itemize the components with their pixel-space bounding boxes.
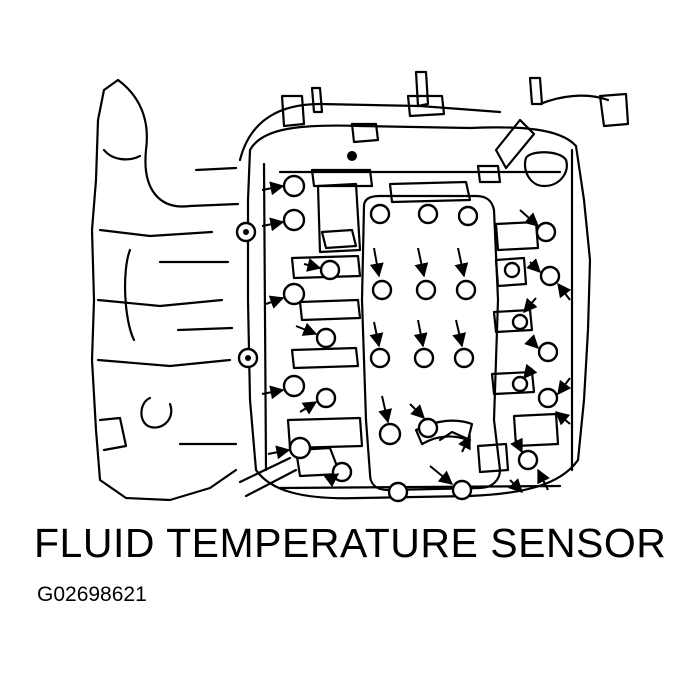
- valve-body-frame: [246, 124, 592, 500]
- pointer-arrow-icon: [265, 295, 285, 309]
- pointer-arrow-icon: [369, 321, 384, 348]
- pointer-arrow-icon: [261, 181, 285, 196]
- bolt-icon: [282, 374, 306, 398]
- bolt-icon: [453, 347, 475, 369]
- bolt-icon: [369, 347, 391, 369]
- bolt-icon: [282, 282, 306, 306]
- pointer-arrow-icon: [261, 385, 285, 400]
- bolt-icon: [511, 313, 529, 331]
- pointer-arrow-icon: [409, 403, 425, 419]
- pointer-arrow-icon: [413, 319, 428, 348]
- bolt-icon: [282, 174, 306, 198]
- pointer-arrow-icon: [267, 445, 291, 460]
- pointer-arrow-icon: [295, 322, 318, 336]
- bolt-icon: [378, 422, 402, 446]
- pointer-arrow-icon: [508, 478, 523, 493]
- pointer-arrow-icon: [303, 258, 322, 272]
- bolt-icon: [387, 481, 409, 503]
- bolt-icon: [503, 261, 521, 279]
- pointer-arrow-icon: [323, 473, 340, 488]
- pointer-arrows: [261, 181, 572, 493]
- pointer-arrow-icon: [537, 468, 550, 491]
- pointer-arrow-icon: [523, 297, 538, 314]
- pointer-arrow-icon: [519, 209, 540, 227]
- bolts: [235, 174, 561, 503]
- bolt-icon: [315, 387, 337, 409]
- bolt-icon: [451, 479, 473, 501]
- bolt-icon: [517, 449, 539, 471]
- bolt-icon: [413, 347, 435, 369]
- pointer-arrow-icon: [554, 411, 571, 426]
- pointer-arrow-icon: [261, 217, 285, 232]
- pointer-arrow-icon: [378, 395, 392, 424]
- bolt-icon: [537, 341, 559, 363]
- bolt-icon: [535, 221, 557, 243]
- bolt-icon: [369, 203, 391, 225]
- bolt-icon: [455, 279, 477, 301]
- pointer-arrow-icon: [510, 437, 523, 454]
- bolt-icon: [457, 205, 479, 227]
- bolt-icon: [288, 436, 312, 460]
- valve-body-illustration: [90, 70, 630, 503]
- pointer-arrow-icon: [452, 319, 466, 348]
- bolt-icon: [282, 208, 306, 232]
- pointer-arrow-icon: [369, 247, 384, 278]
- bolt-icon: [511, 375, 529, 393]
- pointer-arrow-icon: [523, 363, 538, 380]
- bolt-icon: [319, 259, 341, 281]
- pointer-arrow-icon: [429, 465, 454, 485]
- pointer-arrow-icon: [526, 258, 541, 273]
- bolt-icon: [331, 461, 353, 483]
- pointer-arrow-icon: [524, 334, 539, 349]
- diagram-caption: FLUID TEMPERATURE SENSOR: [34, 520, 667, 566]
- pointer-arrow-icon: [454, 247, 469, 278]
- bolt-icon: [539, 265, 561, 287]
- pointer-arrow-icon: [557, 282, 572, 301]
- bolt-icon: [417, 203, 439, 225]
- figure-id: G02698621: [37, 583, 147, 606]
- pointer-arrow-icon: [458, 434, 471, 453]
- bolt-icon: [315, 327, 337, 349]
- pointer-arrow-icon: [299, 401, 318, 415]
- bolt-icon: [417, 417, 439, 439]
- bolt-icon: [371, 279, 393, 301]
- transmission-case-outline: [90, 78, 238, 502]
- pointer-arrow-icon: [414, 247, 429, 278]
- bolt-icon: [537, 387, 559, 409]
- bolt-icon: [415, 279, 437, 301]
- pointer-arrow-icon: [557, 377, 572, 396]
